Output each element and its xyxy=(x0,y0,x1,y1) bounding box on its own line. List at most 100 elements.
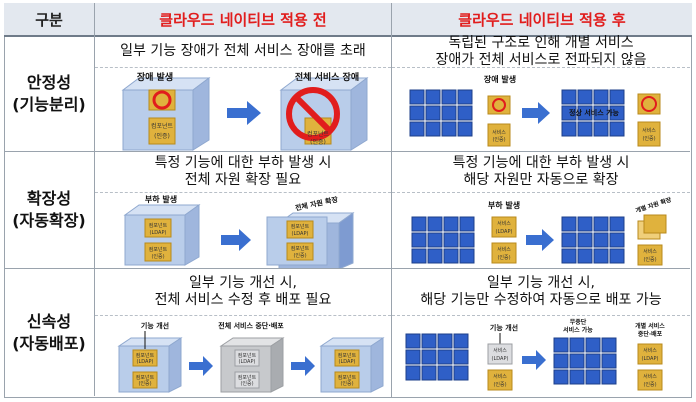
category-subtitle: (기능분리) xyxy=(12,94,86,114)
component-block xyxy=(334,371,360,389)
component-label: 컴포넌트 xyxy=(149,222,168,229)
ldap-label: (LDAP) xyxy=(492,356,509,362)
agility-before-diagram: 컴포넌트 (LDAP) 컴포넌트 (인증) 기능 개선 컴포넌트 (LDAP) … xyxy=(95,316,391,396)
desc-line: 일부 기능 장애가 전체 서비스 장애를 초래 xyxy=(120,43,366,59)
scalability-before-svg: 컴포넌트 (LDAP) 컴포넌트 (인증) 부하 발생 컴포넌트 (LDAP) … xyxy=(123,194,355,270)
ldap-label: (LDAP) xyxy=(150,230,167,236)
stability-before-svg: 컴포넌트 (인증) 장애 발생 전체 서비스 장애 컴포넌트 (인증) xyxy=(121,71,369,151)
agility-after-desc: 일부 기능 개선 시, 해당 기능만 수정하여 자동으로 배포 가능 xyxy=(392,269,690,316)
component-block xyxy=(286,220,314,239)
stability-after-desc: 독립된 구조로 인해 개별 서비스 장애가 전체 서비스로 전파되지 않음 xyxy=(392,34,690,68)
auth-label: (인증) xyxy=(492,136,505,143)
column-divider xyxy=(391,35,392,397)
agility-after-diagram: 기능 개선 서비스 (LDAP) 서비스 (인증) 무중단 서비스 가능 개별 … xyxy=(392,316,690,396)
component-label: 컴포넌트 xyxy=(151,122,174,130)
header-after: 클라우드 네이티브 적용 후 xyxy=(392,3,692,37)
service-block xyxy=(487,343,513,365)
component-label: 컴포넌트 xyxy=(136,374,155,381)
scalability-after-svg: 부하 발생 서비스 (LDAP) 서비스 (인증) 서비스 (인증) 개별 자원… xyxy=(411,195,673,266)
category-subtitle: (자동확장) xyxy=(12,211,86,230)
header-category: 구분 xyxy=(4,3,95,37)
service-label: 서비스 xyxy=(643,347,657,354)
agility-after-svg: 기능 개선 서비스 (LDAP) 서비스 (인증) 무중단 서비스 가능 개별 … xyxy=(405,318,665,391)
service-block xyxy=(637,369,663,391)
load-label: 부하 발생 xyxy=(145,194,177,204)
microservice-cluster xyxy=(553,337,617,385)
component-block xyxy=(144,242,172,262)
service-label: 서비스 xyxy=(643,373,657,380)
service-block xyxy=(487,369,513,391)
service-block xyxy=(643,214,667,234)
auth-label: (인증) xyxy=(240,380,253,387)
service-label: 서비스 xyxy=(493,347,507,354)
desc-line: 독립된 구조로 인해 개별 서비스 xyxy=(448,34,634,51)
deploy-label: 개별 서비스 xyxy=(635,322,665,330)
category-title: 신속성 xyxy=(26,311,72,331)
desc-line: 특정 기능에 대한 부하 발생 시 xyxy=(452,155,630,171)
desc-line: 전체 서비스 수정 후 배포 필요 xyxy=(154,292,332,308)
prohibited-icon xyxy=(286,87,340,141)
arrow-icon xyxy=(526,229,554,251)
service-block xyxy=(637,121,661,147)
auth-label: (인증) xyxy=(154,133,170,140)
component-label: 컴포넌트 xyxy=(307,130,330,138)
service-label: 서비스 xyxy=(492,129,506,136)
total-fault-label: 전체 서비스 장애 xyxy=(295,71,359,83)
deploy-label: 중단·배포 xyxy=(638,330,663,338)
desc-line: 전체 자원 확장 필요 xyxy=(184,172,302,188)
component-label: 컴포넌트 xyxy=(136,352,155,359)
microservice-cluster xyxy=(561,89,625,137)
service-label: 서비스 xyxy=(643,248,657,255)
load-label: 부하 발생 xyxy=(488,200,520,210)
component-block xyxy=(234,371,260,389)
component-block xyxy=(286,242,314,261)
auth-label: (인증) xyxy=(643,256,656,263)
expand-label: 개별 자원 확장 xyxy=(634,195,672,214)
category-subtitle: (자동배포) xyxy=(12,333,86,353)
expand-label: 전체 자원 확장 xyxy=(294,195,339,213)
component-block xyxy=(132,349,158,367)
arrow-icon xyxy=(221,229,251,251)
service-label: 서비스 xyxy=(497,220,511,227)
desc-line: 일부 기능 개선 시, xyxy=(487,275,595,291)
stability-after-svg: 장애 발생 서비스 (인증) 정상 서비스 가능 서비스 (인증) xyxy=(409,74,661,147)
category-agility: 신속성 (자동배포) xyxy=(4,269,95,396)
service-label: 서비스 xyxy=(642,127,656,134)
desc-line: 특정 기능에 대한 부하 발생 시 xyxy=(154,155,332,171)
ldap-label: (LDAP) xyxy=(292,231,309,237)
no-stop-label: 무중단 xyxy=(570,318,587,326)
microservice-cluster xyxy=(561,216,625,264)
auth-label: (인증) xyxy=(493,381,506,388)
ldap-label: (LDAP) xyxy=(496,229,513,235)
scalability-after-diagram: 부하 발생 서비스 (LDAP) 서비스 (인증) 서비스 (인증) 개별 자원… xyxy=(392,193,690,269)
desc-line: 해당 기능만 수정하여 자동으로 배포 가능 xyxy=(420,292,662,308)
scalability-after-desc: 특정 기능에 대한 부하 발생 시 해당 자원만 자동으로 확장 xyxy=(392,152,690,193)
agility-before-svg: 컴포넌트 (LDAP) 컴포넌트 (인증) 기능 개선 컴포넌트 (LDAP) … xyxy=(117,321,385,393)
service-block xyxy=(487,123,511,147)
stop-deploy-label: 전체 서비스 중단·배포 xyxy=(218,321,284,330)
component-label: 컴포넌트 xyxy=(291,245,310,252)
microservice-cluster xyxy=(405,333,469,381)
ldap-label: (LDAP) xyxy=(239,359,256,365)
component-block xyxy=(132,371,158,389)
category-title: 확장성 xyxy=(26,189,72,208)
component-label: 컴포넌트 xyxy=(238,352,257,359)
component-block xyxy=(148,117,176,145)
desc-line: 장애가 전체 서비스로 전파되지 않음 xyxy=(435,51,647,68)
service-block xyxy=(637,244,663,266)
desc-line: 해당 자원만 자동으로 확장 xyxy=(463,172,619,188)
stability-before-diagram: 컴포넌트 (인증) 장애 발생 전체 서비스 장애 컴포넌트 (인증) xyxy=(95,68,391,152)
fault-label: 장애 발생 xyxy=(137,71,173,83)
component-label: 컴포넌트 xyxy=(238,374,257,381)
auth-label: (인증) xyxy=(151,253,164,260)
service-block xyxy=(491,242,517,264)
service-block xyxy=(487,95,511,115)
improve-label: 기능 개선 xyxy=(141,321,169,330)
stability-before-desc: 일부 기능 장애가 전체 서비스 장애를 초래 xyxy=(95,36,391,68)
comparison-table: 구분 클라우드 네이티브 적용 전 클라우드 네이티브 적용 후 안정성 (기능… xyxy=(4,3,692,398)
no-stop-label: 서비스 가능 xyxy=(563,326,593,334)
fault-label: 장애 발생 xyxy=(484,74,516,84)
auth-label: (인증) xyxy=(642,135,655,142)
improve-label: 기능 개선 xyxy=(490,323,518,332)
auth-label: (인증) xyxy=(138,380,151,387)
